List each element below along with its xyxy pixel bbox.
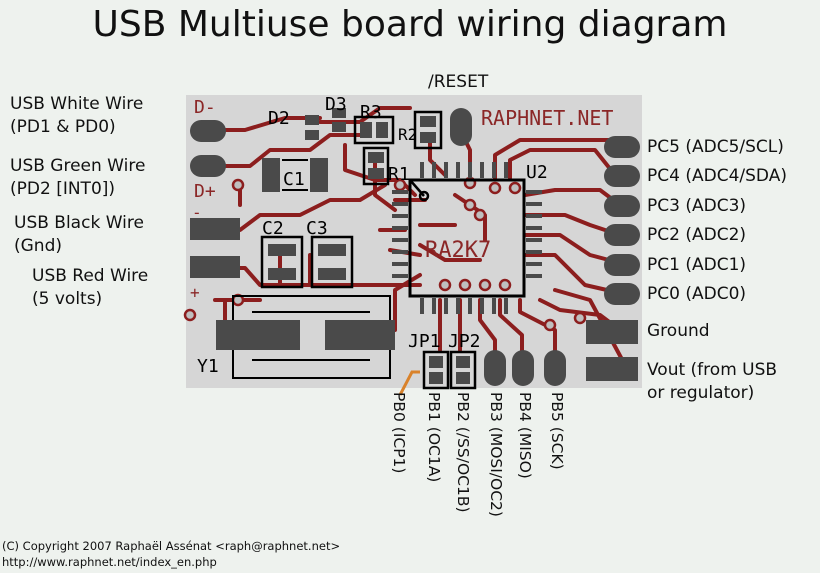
silk-r2: R2 <box>398 125 417 144</box>
pc1-label: PC1 (ADC1) <box>647 255 747 275</box>
pc2-label: PC2 (ADC2) <box>647 225 747 245</box>
usb-pads <box>190 120 240 278</box>
silk-plus: + <box>190 283 200 302</box>
crystal-pad-left <box>216 320 300 350</box>
pc5-label: PC5 (ADC5/SCL) <box>647 137 784 157</box>
c2-outline <box>260 235 304 289</box>
page-title: USB Multiuse board wiring diagram <box>92 4 728 45</box>
silk-dplus: D+ <box>194 181 216 202</box>
vout-label: Vout (from USB or regulator) <box>647 360 778 403</box>
silk-brand: RAPHNET.NET <box>481 106 613 130</box>
pb5-label: PB5 (SCK) <box>548 392 566 470</box>
pb2-label: PB2 (/SS/OC1B) <box>454 392 472 513</box>
silk-d3: D3 <box>325 94 347 115</box>
usb-white-wire-label: USB White Wire (PD1 & PD0) <box>10 94 144 137</box>
r2-outline <box>413 110 443 150</box>
r1-outline <box>362 146 390 186</box>
silk-u2: U2 <box>526 162 548 183</box>
crystal-pad-right <box>325 320 395 350</box>
usb-black-wire-label: USB Black Wire (Gnd) <box>14 213 144 256</box>
silk-d2: D2 <box>268 108 290 129</box>
pc-pads <box>586 136 640 381</box>
silk-chip: RA2K7 <box>425 238 491 263</box>
silk-c2: C2 <box>262 218 284 239</box>
pb1-label: PB1 (OC1A) <box>425 392 443 483</box>
silk-y1: Y1 <box>197 356 219 377</box>
silk-c3: C3 <box>306 218 328 239</box>
pc0-label: PC0 (ADC0) <box>647 284 747 304</box>
silk-minus: - <box>192 203 202 222</box>
pb0-wire <box>398 370 420 396</box>
website-url: http://www.raphnet.net/index_en.php <box>2 555 217 569</box>
r3-outline <box>353 115 395 145</box>
pb4-label: PB4 (MISO) <box>516 392 534 479</box>
pb0-label: PB0 (ICP1) <box>390 392 408 474</box>
usb-red-wire-label: USB Red Wire (5 volts) <box>32 266 149 309</box>
pb3-label: PB3 (MOSI/OC2) <box>487 392 505 517</box>
silk-r3: R3 <box>360 102 382 123</box>
silk-jp2: JP2 <box>448 331 481 352</box>
pc3-label: PC3 (ADC3) <box>647 196 747 216</box>
reset-pad <box>450 108 472 146</box>
c1-pad-right <box>310 158 328 192</box>
usb-green-wire-label: USB Green Wire (PD2 [INT0]) <box>10 156 146 199</box>
bottom-pads <box>422 350 566 390</box>
chip-u2 <box>392 162 542 314</box>
copyright-line: (C) Copyright 2007 Raphaël Assénat <raph… <box>2 539 341 553</box>
silk-jp1: JP1 <box>408 331 441 352</box>
ground-label: Ground <box>647 321 710 341</box>
silk-r1: R1 <box>388 164 410 185</box>
pc4-label: PC4 (ADC4/SDA) <box>647 166 787 186</box>
c1-pad-left <box>262 158 280 192</box>
reset-label: /RESET <box>428 72 489 92</box>
c3-outline <box>310 235 354 289</box>
silk-dminus: D- <box>194 97 216 118</box>
silk-c1: C1 <box>283 169 305 190</box>
